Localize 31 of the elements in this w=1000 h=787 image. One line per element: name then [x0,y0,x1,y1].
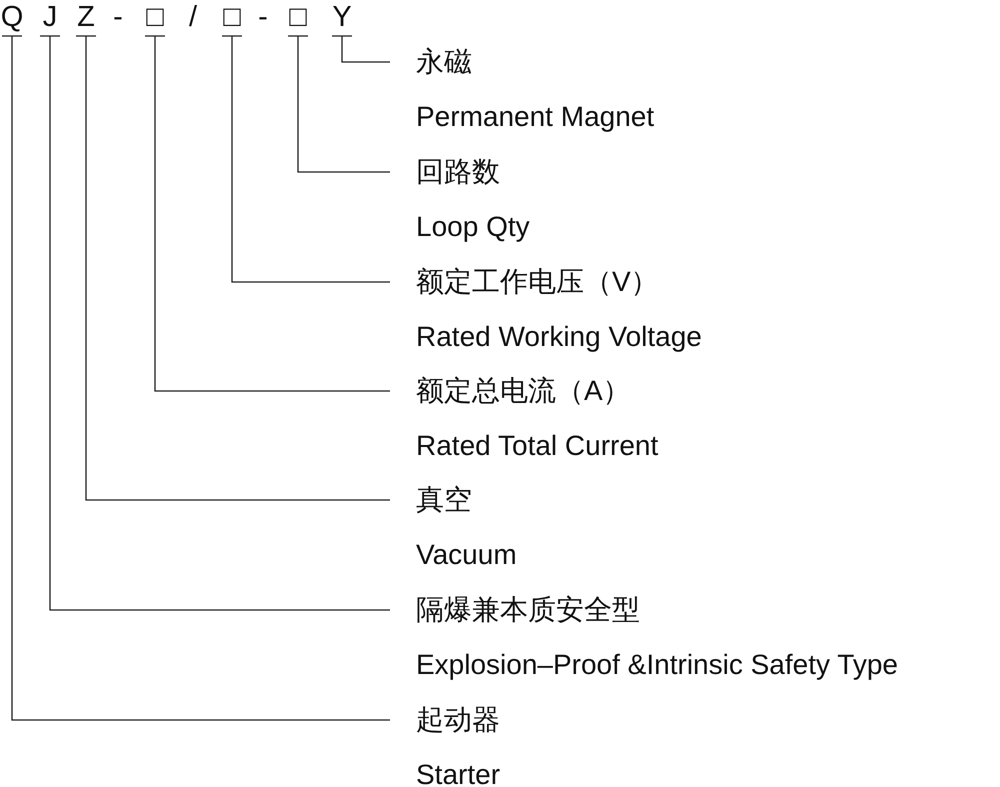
english-description: Explosion–Proof &Intrinsic Safety Type [416,648,898,682]
leader-line [75,35,391,501]
code-letter: Z [72,0,100,34]
code-letter: Y [328,0,356,34]
code-letter: Q [0,0,26,34]
leader-line [144,35,391,392]
code-separator: / [188,0,198,34]
english-description: Starter [416,758,500,787]
chinese-description: 永磁 [416,45,473,79]
code-letter: □ [141,0,169,34]
chinese-description: 隔爆兼本质安全型 [416,593,641,627]
english-description: Rated Working Voltage [416,320,702,354]
leader-line [331,35,391,63]
code-separator: - [112,0,124,34]
code-letter: □ [218,0,246,34]
leader-line [221,35,391,283]
leader-line [287,35,391,173]
chinese-description: 回路数 [416,155,501,189]
leader-line [39,35,391,611]
code-letter: □ [284,0,312,34]
chinese-description: 起动器 [416,703,500,737]
leader-line [1,35,391,721]
chinese-description: 额定总电流（A） [416,374,632,408]
code-separator: - [257,0,269,34]
english-description: Rated Total Current [416,429,658,463]
chinese-description: 真空 [416,483,473,517]
english-description: Permanent Magnet [416,100,654,134]
code-letter: J [36,0,64,34]
english-description: Loop Qty [416,210,530,244]
english-description: Vacuum [416,538,517,572]
chinese-description: 额定工作电压（V） [416,265,660,299]
